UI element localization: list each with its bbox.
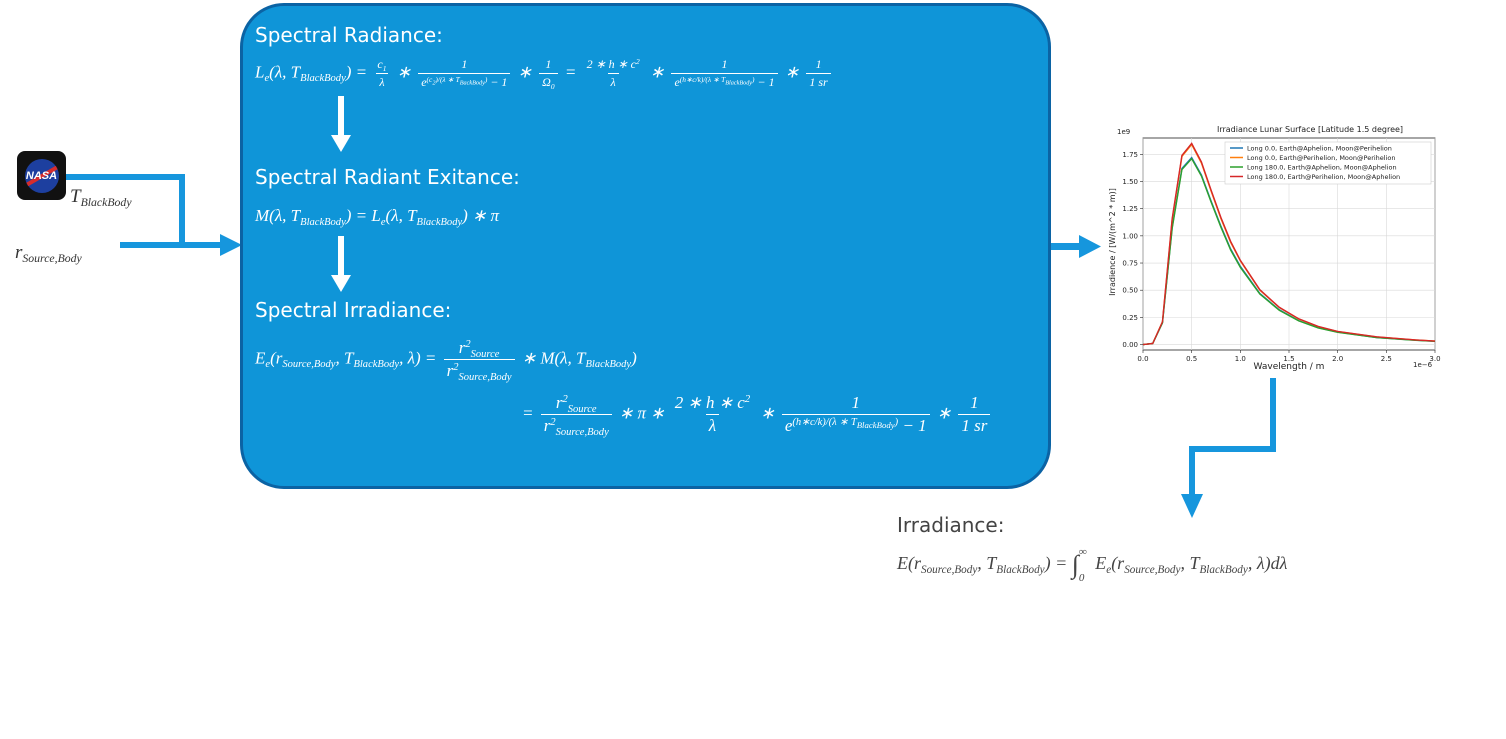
chart-x-tick-label: 1.0 xyxy=(1235,355,1246,363)
chart-y-tick-label: 0.25 xyxy=(1122,314,1138,322)
chart-x-tick-label: 2.0 xyxy=(1332,355,1343,363)
chart-y-tick-label: 1.75 xyxy=(1122,151,1138,159)
spectral-radiance-heading: Spectral Radiance: xyxy=(255,23,443,47)
formula-box xyxy=(240,3,1051,489)
chart-y-tick-label: 0.75 xyxy=(1122,260,1138,268)
spectral-irradiance-heading: Spectral Irradiance: xyxy=(255,298,452,322)
chart-y-scale: 1e9 xyxy=(1117,128,1130,136)
irradiance-chart: Irradiance Lunar Surface [Latitude 1.5 d… xyxy=(1108,125,1441,372)
spectral-radiant-exitance-equation: M(λ, TBlackBody) = Le(λ, TBlackBody) ∗ π xyxy=(255,206,500,228)
irradiance-arrowhead-icon xyxy=(1181,494,1203,518)
chart-y-tick-label: 0.50 xyxy=(1122,287,1138,295)
chart-x-tick-label: 0.0 xyxy=(1137,355,1148,363)
chart-legend-box xyxy=(1224,141,1432,185)
nasa-meatball-icon: NASA xyxy=(24,158,59,193)
irradiance-connector-horizontal xyxy=(1189,446,1276,452)
irradiance-heading: Irradiance: xyxy=(897,513,1005,537)
chart-legend-entry-2: Long 180.0, Earth@Aphelion, Moon@Aphelio… xyxy=(1247,164,1397,172)
chart-x-scale: 1e−6 xyxy=(1413,361,1433,369)
chart-legend-entry-1: Long 0.0, Earth@Perihelion, Moon@Perihel… xyxy=(1247,154,1396,162)
t-blackbody-label: TBlackBody xyxy=(70,186,132,210)
chart-x-tick-label: 0.5 xyxy=(1186,355,1197,363)
connector-t-vertical xyxy=(179,174,185,248)
input-arrowhead-icon xyxy=(220,234,242,256)
chart-x-tick-label: 2.5 xyxy=(1381,355,1392,363)
irradiance-equation: E(rSource,Body, TBlackBody) = ∫∞0 Ee(rSo… xyxy=(897,546,1288,584)
chart-x-tick-label: 1.5 xyxy=(1283,355,1294,363)
spectral-irradiance-equation-line1: Ee(rSource,Body, TBlackBody, λ) = r2Sour… xyxy=(255,338,637,383)
output-connector xyxy=(1051,243,1083,250)
output-arrowhead-icon xyxy=(1079,235,1101,258)
chart-y-tick-label: 1.00 xyxy=(1122,232,1138,240)
chart-legend-entry-3: Long 180.0, Earth@Perihelion, Moon@Aphel… xyxy=(1247,173,1400,181)
irradiance-connector-vertical-2 xyxy=(1189,446,1195,498)
nasa-logo-text: NASA xyxy=(25,169,58,182)
connector-t-horizontal xyxy=(66,174,185,180)
connector-r-horizontal xyxy=(120,242,224,248)
chart-legend-entry-0: Long 0.0, Earth@Aphelion, Moon@Perihelio… xyxy=(1247,145,1392,153)
spectral-radiant-exitance-heading: Spectral Radiant Exitance: xyxy=(255,165,520,189)
irradiance-connector-vertical-1 xyxy=(1270,378,1276,452)
chart-y-tick-label: 1.50 xyxy=(1122,178,1138,186)
down-arrow-2-icon xyxy=(331,236,351,292)
chart-series-line-2 xyxy=(1142,157,1436,346)
nasa-logo: NASA xyxy=(17,151,66,200)
chart-y-tick-label: 1.25 xyxy=(1122,205,1138,213)
chart-series-line-3 xyxy=(1142,142,1436,346)
r-source-body-label: rSource,Body xyxy=(15,242,82,266)
chart-title: Irradiance Lunar Surface [Latitude 1.5 d… xyxy=(1217,125,1403,134)
chart-y-tick-label: 0.00 xyxy=(1122,341,1138,349)
chart-ylabel: Irradience / [W/(m^2 * m)] xyxy=(1108,188,1117,296)
down-arrow-1-icon xyxy=(331,96,351,152)
chart-xlabel: Wavelength / m xyxy=(1254,362,1325,372)
chart-x-tick-label: 3.0 xyxy=(1429,355,1440,363)
